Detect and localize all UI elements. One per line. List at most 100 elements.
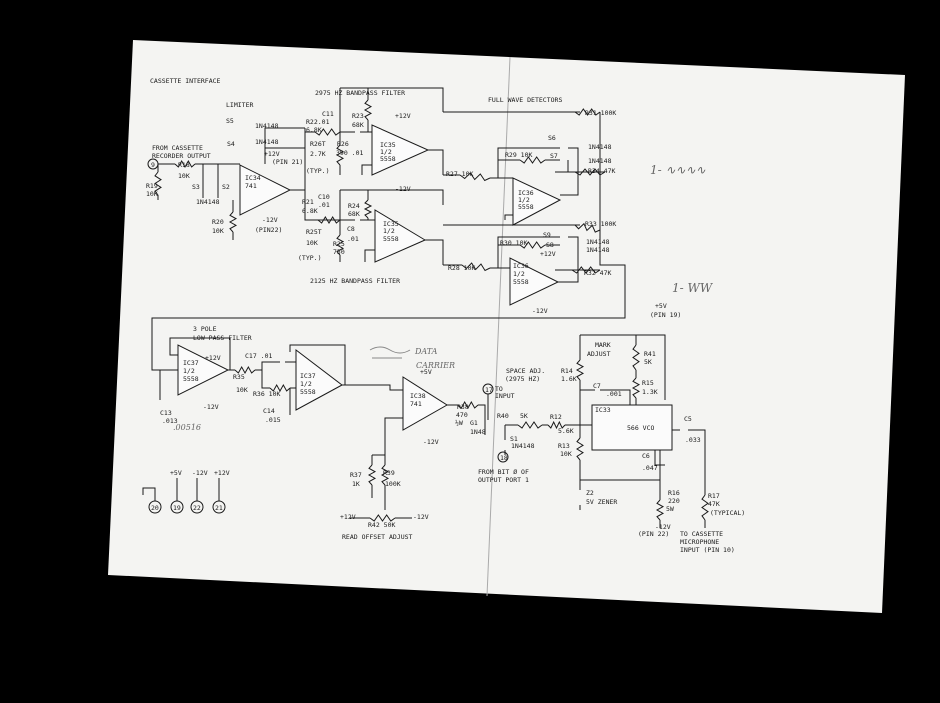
label-r42-p: +12V [340,513,356,521]
resistor-symbol [574,108,601,116]
label-c13: C13 [160,409,172,417]
label-r26: R26 [337,140,349,148]
label-ic35a-t: 5558 [380,155,396,163]
ic34-opamp [239,164,292,216]
label-c8v: .01 [347,235,359,243]
label-pin19: (PIN 19) [650,311,681,319]
label-to-mic-3: INPUT (PIN 10) [680,546,735,554]
label-r32: R32 47K [584,269,611,277]
label-ic36b-m: -12V [532,307,548,315]
label-ic35b-t: 5558 [383,235,399,243]
label-pin18: 18 [500,454,508,462]
label-ic36a-h: 1/2 [518,196,530,204]
label-ic34: IC34 [245,174,261,182]
label-from-cassette-1: FROM CASSETTE [152,144,203,152]
note-c13: .00516 [173,423,201,432]
label-pwr-5: +5V [170,469,182,477]
note-carrier: CARRIER [416,361,455,370]
page-title: CASSETTE INTERFACE [150,77,221,85]
label-to-mic-1: TO CASSETTE [680,530,723,538]
section-detectors: FULL WAVE DETECTORS [488,96,562,104]
ic35a-opamp [371,124,430,176]
resistor-symbol [519,156,546,164]
label-ic34-pin22: (PIN22) [255,226,282,234]
label-r16v: 220 [668,497,680,505]
label-c14: C14 [263,407,275,415]
label-r16w: 5W [666,505,674,513]
ic36a-opamp [512,177,562,226]
section-read-offset: READ OFFSET ADJUST [342,533,413,541]
label-r35: R35 [233,373,245,381]
label-ic34-pin21: (PIN 21) [272,158,303,166]
label-ic35a: IC35 [380,141,396,149]
label-r27: R27 10K [446,170,473,178]
label-ic34t: 741 [245,182,257,190]
label-c7: C7 [593,382,601,390]
label-r17: R17 [708,492,720,500]
text-labels: CASSETTE INTERFACE 2975 HZ BANDPASS FILT… [150,77,562,541]
label-typ1: (TYP.) [306,167,329,175]
resistor-symbol [234,365,256,375]
paper-fold [486,56,511,597]
resistor-symbol [380,464,390,486]
label-r26t: R26T [310,140,326,148]
label-r12v: 5.6K [558,427,574,435]
label-r17v: 47K [708,500,720,508]
resistor-symbol [335,234,345,256]
resistor-symbol [317,216,341,224]
label-ic35a-m: -12V [395,185,411,193]
label-r25v: 750 [333,248,345,256]
label-r24: R24 [348,202,360,210]
label-to-input-1: TO [495,385,503,393]
label-from-bit-2: OUTPUT PORT 1 [478,476,529,484]
label-mark-2: ADJUST [587,350,611,358]
label-c5v: .033 [685,436,701,444]
label-r25tv: 10K [306,239,318,247]
label-r25t: R25T [306,228,322,236]
resistor-symbol [269,383,291,393]
ic37b-opamp [295,348,343,411]
resistor-symbol [461,262,491,272]
label-z2: Z2 [586,489,594,497]
punch-hole [890,547,906,559]
note-wave2: 1- WW [672,281,714,295]
resistor-symbol [571,266,601,274]
label-r29: R29 10K [505,151,532,159]
label-g1: G1 [470,419,478,427]
label-s9: S9 [543,231,551,239]
label-pin17: 17 [485,386,493,394]
op-amps [177,124,673,451]
label-pin9: 9 [151,161,155,169]
resistor-symbol [631,377,641,399]
ic37a-opamp [177,344,230,396]
label-typ2: (TYP.) [298,254,321,262]
label-s8: S8 [546,241,554,249]
label-r23v: 68K [352,121,364,129]
punch-hole [897,337,913,349]
label-r25: R25 [333,240,345,248]
label-r33: R33 100K [585,220,616,228]
label-from-bit-1: FROM BIT Ø OF [478,468,529,476]
label-ic38: IC38 [410,392,426,400]
ic36b-opamp [509,257,560,306]
label-r42-m: -12V [413,513,429,521]
wires [151,87,706,528]
label-c11: C11 [322,110,334,118]
label-ic35a-p: +12V [395,112,411,120]
label-s5: S5 [226,117,234,125]
label-s8d: 1N4148 [586,246,610,254]
label-ic38t: 741 [410,400,422,408]
label-s4: S4 [227,140,235,148]
label-ic38-p: +5V [420,368,432,376]
resistor-symbol [517,421,543,429]
note-data: DATA [414,347,438,356]
label-ic36a-t: 5558 [518,203,534,211]
label-s7: S7 [550,152,558,160]
label-s9d: 1N4148 [586,238,610,246]
label-from-cassette-2: RECORDER OUTPUT [152,152,211,160]
label-r22v: 6.8K [306,126,322,134]
label-pwr-m12: -12V [192,469,208,477]
label-pin20: 20 [151,504,159,512]
label-mark-1: MARK [595,341,611,349]
resistor-symbol [519,241,546,249]
